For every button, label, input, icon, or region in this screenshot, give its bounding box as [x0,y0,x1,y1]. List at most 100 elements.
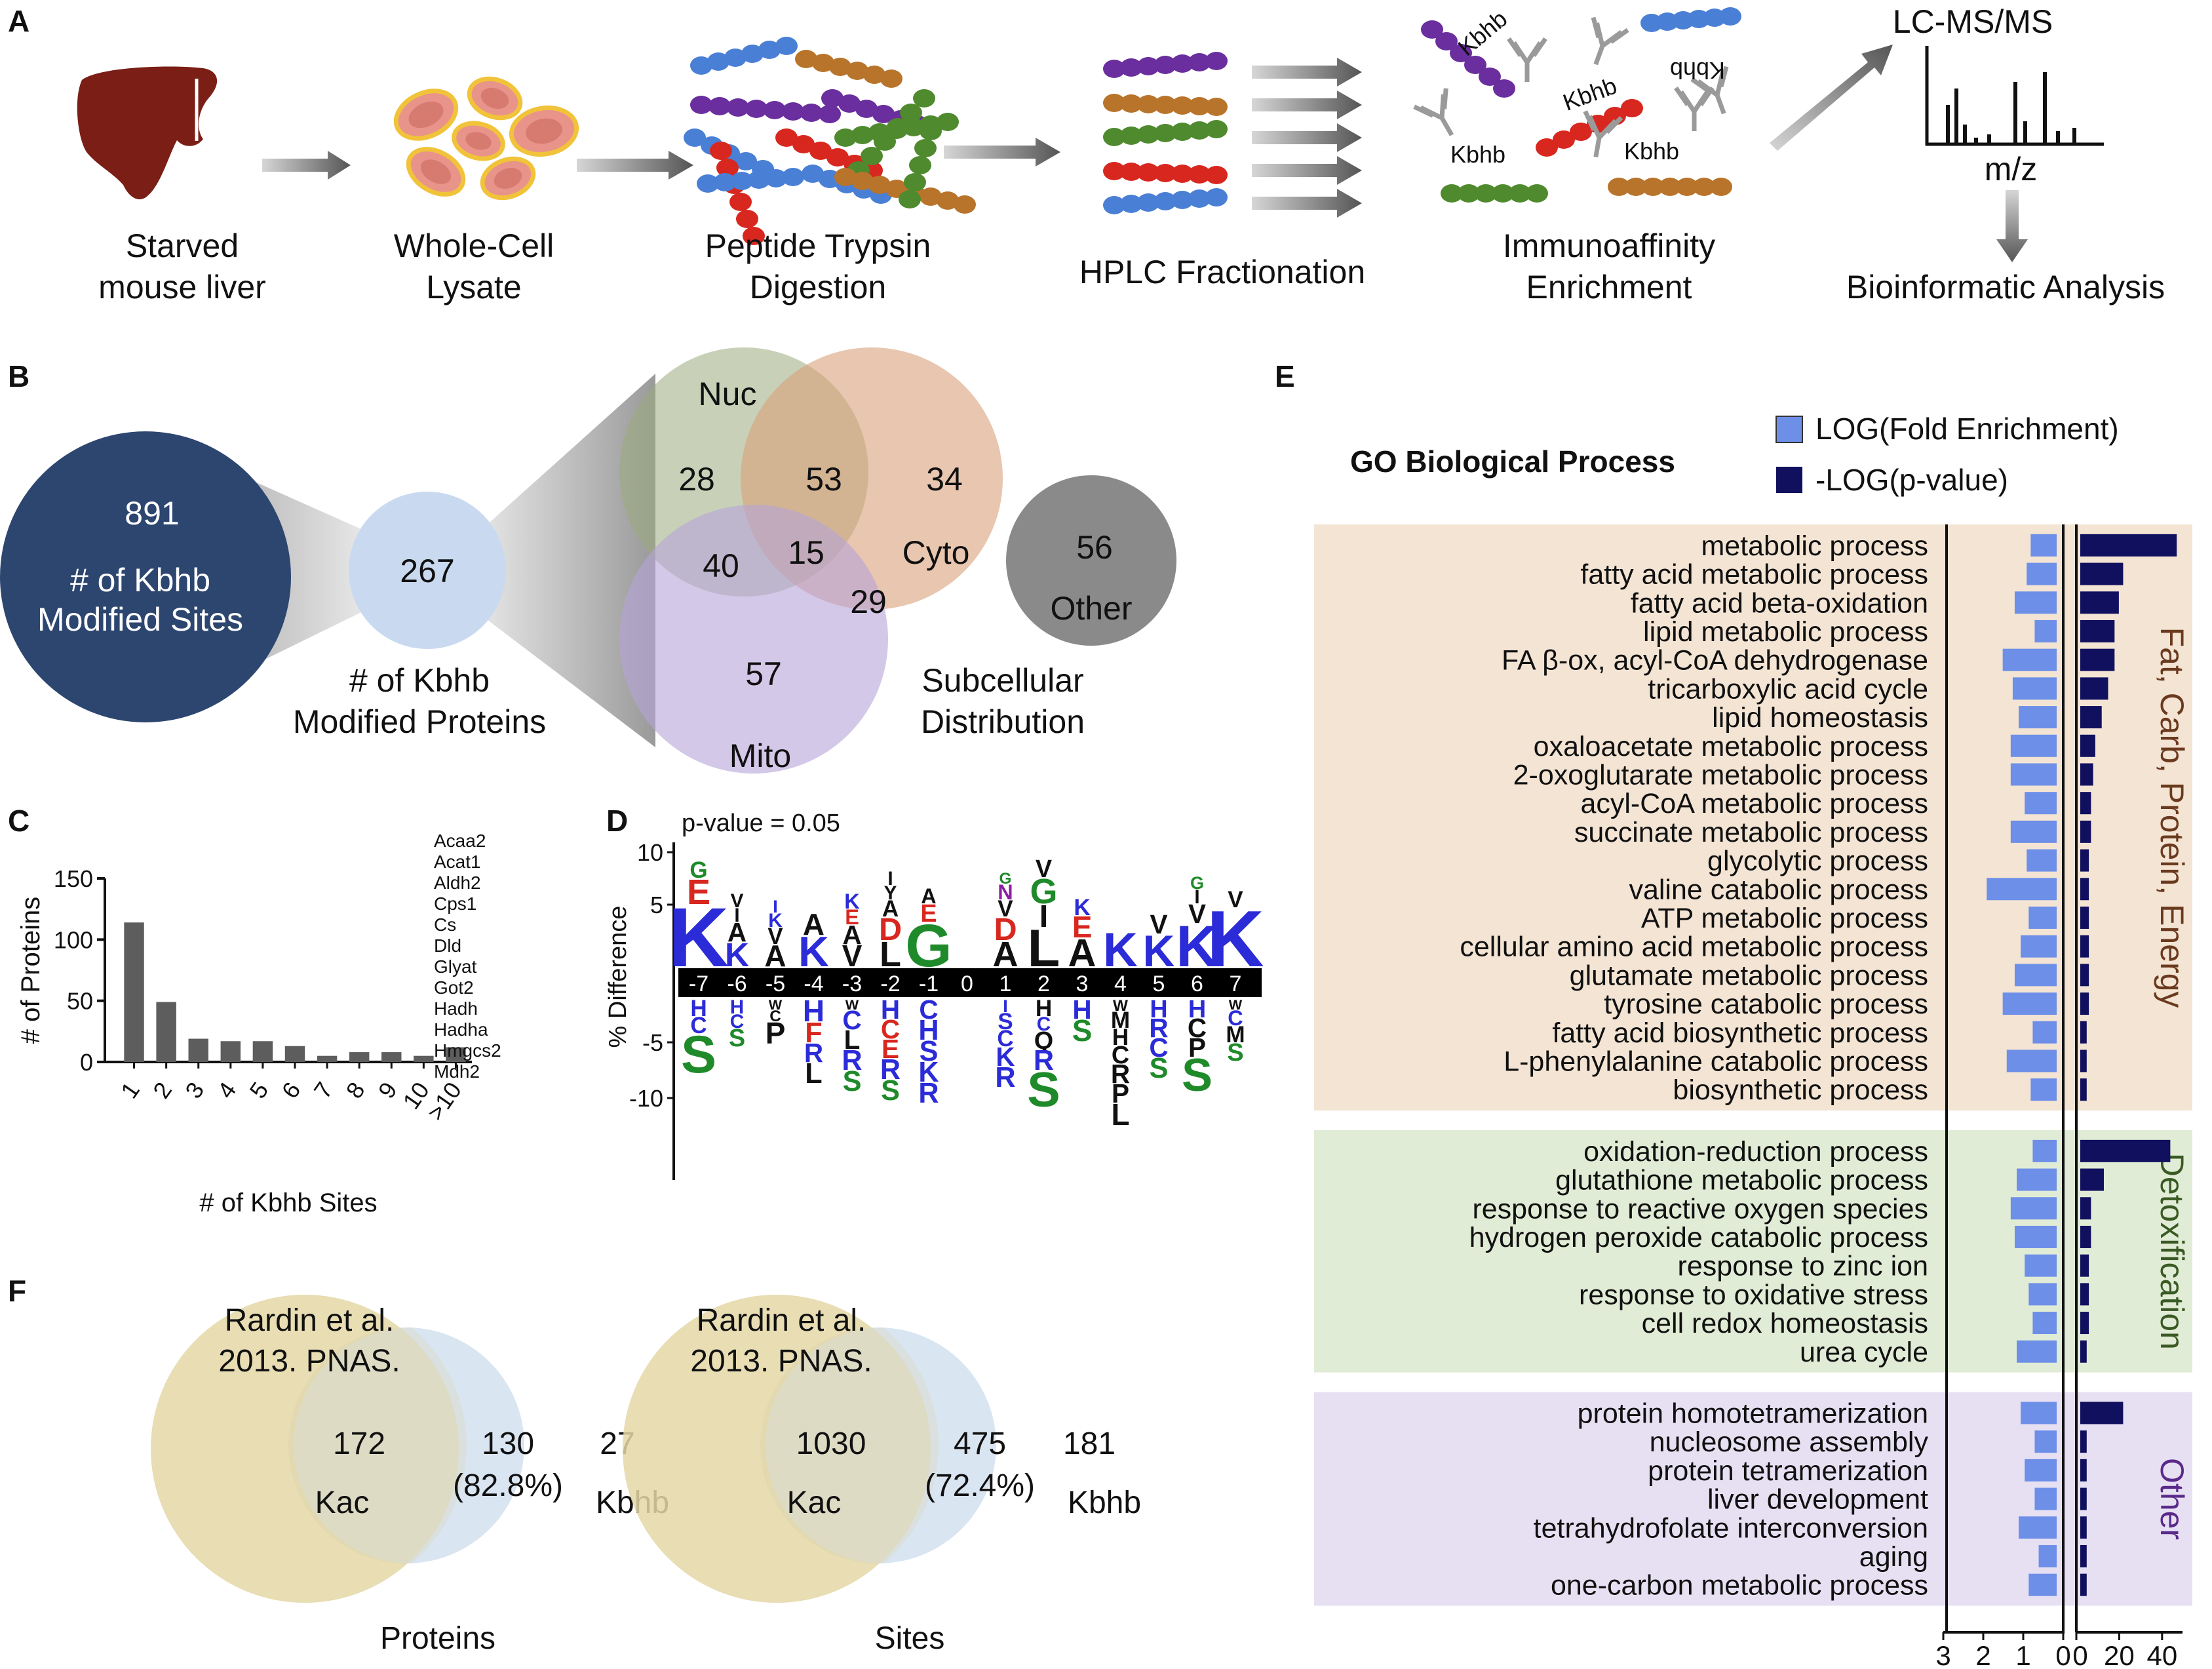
fold-enrichment-bar [2017,1340,2057,1363]
logo-letter: C [842,1005,861,1035]
step5-line2: Enrichment [1526,269,1692,305]
fold-enrichment-bar [2034,1487,2057,1510]
pvalue-bar [2080,1487,2087,1510]
fold-enrichment-bar [2010,820,2057,843]
fold-enrichment-bar [2012,677,2057,700]
step4-line1: HPLC Fractionation [1079,254,1365,290]
logo-letter: I [1194,886,1199,908]
logo-letter: S [998,1009,1013,1034]
go-term-label: fatty acid metabolic process [1580,559,1928,591]
logo-letter: A [921,884,936,908]
other-circle [1006,475,1176,646]
pvalue-label: p-value = 0.05 [682,810,840,837]
logo-letter: G [1190,873,1204,893]
pvalue-bar [2080,677,2108,700]
position-label: -3 [842,972,862,996]
logo-letter: M [1226,1022,1245,1048]
logo-letter: I [734,905,739,926]
fold-enrichment-bar [2030,1078,2057,1101]
venn-caption: Proteins [380,1621,495,1656]
kac-label: Kac [787,1485,842,1520]
position-label: -5 [766,972,785,996]
logo-letter: A [993,935,1019,974]
logo-letter: V [1150,909,1167,939]
go-term-label: metabolic process [1701,530,1928,562]
x-tick-label: 7 [309,1077,338,1103]
pvalue-bar [2080,820,2091,843]
fold-enrichment-bar [2006,1050,2057,1072]
logo-letter: I [887,868,893,890]
pvalue-bar [2080,992,2089,1015]
bar [317,1055,338,1062]
pvalue-bar [2080,763,2093,786]
step1-line1: Starved [126,227,239,264]
logo-letter: L [844,1025,861,1055]
pvalue-bar [2080,1168,2104,1191]
logo-letter: N [998,880,1013,904]
logo-letter: H [1036,996,1052,1021]
logo-letter: E [1072,910,1093,944]
logo-letter: D [879,912,902,947]
position-label: -1 [919,972,939,996]
logo-letter: C [1037,1013,1051,1035]
venn-caption: Sites [875,1621,945,1656]
fold-enrichment-bar [2032,1312,2057,1335]
overlap-percent: (82.8%) [453,1468,563,1503]
sites-label-1: # of Kbhb [70,562,210,599]
proteins-count: 267 [400,553,454,589]
y-tick-label: -5 [642,1029,663,1056]
go-term-label: protein homotetramerization [1578,1398,1928,1429]
x-tick-label: 40 [2146,1640,2177,1669]
go-term-label: ATP metabolic process [1641,903,1928,934]
position-label: 6 [1191,972,1203,996]
logo-letter: H [803,994,825,1028]
logo-letter: Q [1034,1027,1053,1055]
pvalue-bar [2080,906,2089,929]
protein-name: Acaa2 [434,831,486,851]
go-term-label: FA β-ox, acyl-CoA dehydrogenase [1502,645,1928,677]
legend-swatch [1776,467,1802,493]
overlap-percent: (72.4%) [925,1468,1035,1503]
logo-letter: C [997,1026,1013,1051]
position-label: -6 [727,972,747,996]
peptide-mixture-icon [684,37,976,245]
logo-letter: C [1112,1042,1129,1069]
logo-letter: D [994,912,1017,947]
x-tick-label: 0 [2072,1640,2087,1669]
kac-only-count: 1030 [796,1426,866,1461]
logo-letter: G [689,857,707,883]
sites-circle [0,431,291,722]
go-term-label: protein tetramerization [1648,1455,1928,1487]
logo-letter: H [1072,994,1091,1025]
fold-enrichment-bar [2034,619,2057,642]
position-label: 2 [1038,972,1050,996]
pvalue-bar [2080,1312,2089,1335]
other-count: 56 [1076,529,1113,566]
reference-line-1: Rardin et al. [225,1303,395,1338]
subcellular-label-2: Distribution [921,703,1085,740]
fold-enrichment-bar [2027,849,2057,872]
protein-name: Aldh2 [434,873,481,893]
hplc-fractions-icon [1103,52,1228,214]
position-label: -7 [689,972,708,996]
fold-enrichment-bar [2034,1430,2057,1453]
protein-name: Cps1 [434,893,476,914]
fold-enrichment-bar [2014,1225,2057,1248]
position-label: 0 [961,972,973,996]
go-term-label: glutathione metabolic process [1555,1165,1928,1196]
liver-icon [77,66,218,200]
go-term-label: glycolytic process [1707,846,1928,877]
bar [220,1041,241,1062]
logo-letter: V [767,924,783,949]
cell-lysate-icon [393,76,579,201]
fold-enrichment-bar [2032,1021,2057,1044]
logo-letter: H [881,994,900,1025]
go-term-label: hydrogen peroxide catabolic process [1469,1222,1928,1253]
overlap-region [766,1327,939,1563]
logo-letter: E [882,1034,899,1064]
pvalue-bar [2080,534,2177,557]
go-term-label: aging [1859,1541,1928,1573]
fold-enrichment-bar [2002,648,2057,671]
